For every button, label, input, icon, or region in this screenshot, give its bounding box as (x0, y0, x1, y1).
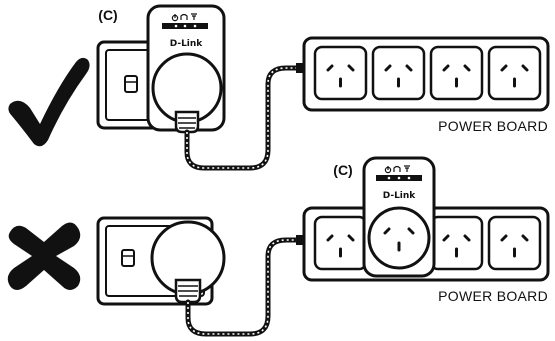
correct-scene: D-Link (8, 4, 550, 171)
power-board-label: POWER BOARD (438, 118, 548, 134)
incorrect-scene: D-Link (C) POWER BOARD (7, 156, 550, 337)
cross-mark-icon (7, 222, 81, 290)
power-board-label: POWER BOARD (438, 288, 548, 304)
check-mark-icon (8, 57, 90, 147)
marker-label: (C) (333, 162, 352, 178)
plug (150, 220, 226, 304)
adapter-brand: D-Link (170, 39, 204, 49)
adapter-brand: D-Link (383, 191, 417, 201)
board-socket (429, 215, 484, 271)
powerline-adapter: D-Link (362, 156, 436, 278)
led-icons (171, 13, 197, 22)
led-icons (384, 165, 410, 174)
board-socket (487, 215, 542, 271)
board-socket (313, 215, 368, 271)
marker-label: (C) (98, 7, 117, 23)
pass-through-socket (367, 206, 431, 270)
board-socket (313, 45, 368, 101)
board-socket (371, 45, 426, 101)
wall-switch (121, 249, 135, 267)
power-board (302, 36, 550, 112)
wall-switch (124, 75, 138, 93)
board-socket (429, 45, 484, 101)
plug (174, 110, 200, 134)
board-socket (487, 45, 542, 101)
